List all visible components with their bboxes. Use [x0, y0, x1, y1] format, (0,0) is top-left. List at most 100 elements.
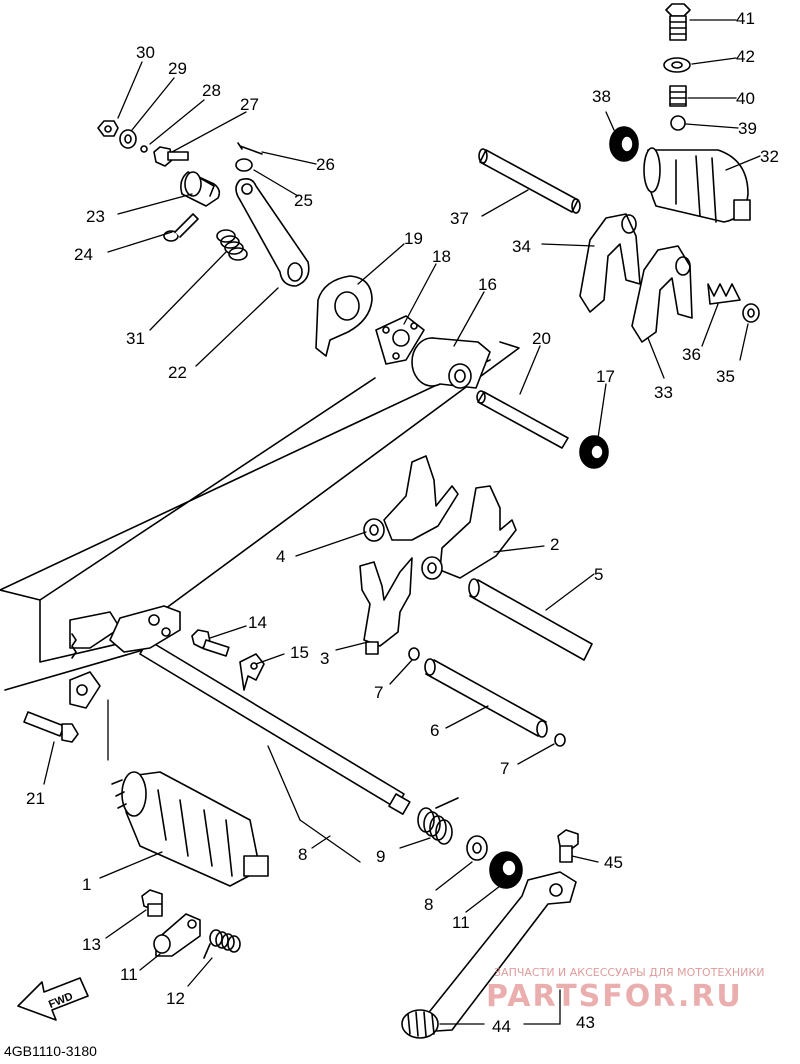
callout-16: 15: [290, 643, 309, 662]
callout-19: 18: [432, 247, 451, 266]
callout-43: 42: [736, 47, 755, 66]
callout-36: 35: [716, 367, 735, 386]
callout-46: 45: [604, 853, 623, 872]
fork-part-4: [363, 455, 459, 542]
diagram-code: 4GB1110-3180: [4, 1043, 97, 1059]
callout-1: 1: [82, 875, 91, 894]
segment-part-17: [411, 337, 491, 389]
leader-lines: [43, 19, 761, 1025]
bolt-part-14: [141, 889, 163, 917]
callout-11: 11: [452, 913, 470, 932]
cotter-pin-part-27: [237, 142, 263, 155]
circlip-part-29: [140, 145, 148, 153]
spring-part-37: [707, 283, 741, 305]
callout-44: 43: [576, 1013, 595, 1032]
callout-14: 13: [82, 935, 101, 954]
callout-18: 17: [596, 367, 615, 386]
callout-17: 16: [478, 275, 497, 294]
callout-30: 29: [168, 59, 187, 78]
callout-9: 8: [298, 845, 307, 864]
bolt-part-15: [191, 629, 230, 657]
shift-drum-part-1: [111, 771, 269, 887]
bolt-part-28: [153, 146, 189, 167]
spring-part-32: [216, 229, 248, 261]
callout-45: 44: [492, 1017, 511, 1036]
spring-part-41: [669, 85, 687, 107]
callout-13: 12: [166, 989, 185, 1008]
callout-39: 38: [592, 87, 611, 106]
callout-40: 39: [738, 119, 757, 138]
callout-41: 40: [736, 89, 755, 108]
bolt-part-46: [557, 829, 579, 863]
stopper-part-16: [239, 653, 265, 691]
washer-part-26: [235, 158, 253, 172]
nut-part-31: [97, 120, 119, 137]
callout-42: 41: [736, 9, 755, 28]
shaft-part-21: [476, 390, 569, 449]
callout-27: 26: [316, 155, 335, 174]
shaft-part-5: [468, 578, 593, 661]
callout-37: 36: [682, 345, 701, 364]
ball-part-40: [670, 115, 686, 131]
assembly-outline: [0, 359, 491, 691]
pedal-part-44: [419, 871, 577, 1033]
callout-2: 2: [550, 535, 559, 554]
callout-32: 31: [126, 329, 145, 348]
assembly-outline-2: [149, 341, 520, 621]
stopper-plate-part-20: [315, 275, 373, 357]
watermark-caption: ЗАПЧАСТИ И АКСЕССУАРЫ ДЛЯ МОТОТЕХНИКИ: [494, 966, 764, 979]
watermark: ЗАПЧАСТИ И АКСЕССУАРЫ ДЛЯ МОТОТЕХНИКИ PA…: [486, 966, 764, 1014]
callout-23: 22: [168, 363, 187, 382]
callout-35: 34: [512, 237, 531, 256]
callout-24: 23: [86, 207, 105, 226]
bolt-part-22: [23, 711, 79, 743]
pin-part-7-a: [408, 647, 420, 661]
callout-31: 30: [136, 43, 155, 62]
fwd-arrow: FWD: [17, 977, 89, 1021]
callout-29: 28: [202, 81, 221, 100]
fork-part-2: [421, 485, 517, 580]
callout-10: 9: [376, 847, 385, 866]
joint-part-24: [180, 171, 221, 207]
callout-8: 8: [424, 895, 433, 914]
spring-part-10: [417, 797, 459, 845]
callout-34: 33: [654, 383, 673, 402]
ring-part-18: [579, 435, 609, 469]
callout-4: 4: [276, 547, 285, 566]
washer-part-36: [742, 303, 760, 323]
washer-part-30: [119, 129, 137, 149]
pedal-rubber-part-45: [401, 1009, 439, 1039]
callout-7-a: 7: [374, 683, 383, 702]
bolt-part-42: [665, 3, 691, 41]
callout-25: 24: [74, 245, 93, 264]
callout-6: 6: [430, 721, 439, 740]
bearing-part-39: [609, 126, 639, 162]
callout-labels: 30 29 28 27 26 25 23 24 31 22 19 18 16 2…: [26, 9, 779, 1036]
fork-part-34: [631, 245, 693, 343]
washer-part-8: [466, 835, 488, 861]
washer-part-43: [663, 57, 691, 73]
callout-12: 11: [120, 965, 138, 984]
callout-26: 25: [294, 191, 313, 210]
callout-33: 32: [760, 147, 779, 166]
shaft-part-6: [424, 658, 548, 738]
lever-part-12: [153, 913, 201, 957]
shaft-part-38: [478, 148, 581, 214]
pin-part-7-b: [554, 733, 566, 747]
watermark-brand: PARTSFOR.RU: [486, 979, 743, 1014]
seal-part-11: [489, 851, 523, 889]
callout-28: 27: [240, 95, 259, 114]
callout-20: 19: [404, 229, 423, 248]
callout-15: 14: [248, 613, 267, 632]
callout-21: 20: [532, 329, 551, 348]
pin-part-25: [163, 213, 199, 242]
fork-part-35: [579, 213, 641, 313]
callout-3: 3: [320, 649, 329, 668]
plate-part-19: [375, 315, 425, 365]
callout-5: 5: [594, 565, 603, 584]
rod-part-23: [235, 178, 310, 287]
fork-part-3: [359, 557, 413, 655]
shift-mechanism-assembly: [69, 605, 181, 709]
